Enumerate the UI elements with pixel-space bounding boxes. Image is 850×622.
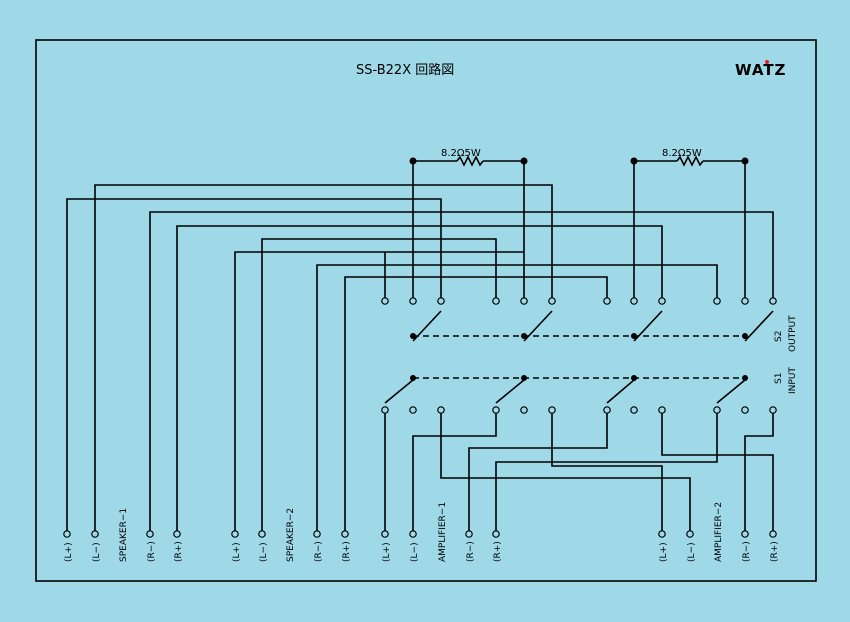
s2-terminal (520, 297, 528, 305)
connector-terminal-row (63, 530, 777, 538)
connector-terminal (63, 530, 71, 538)
group-label-speaker-2: SPEAKER−2 (286, 508, 296, 562)
switch-s2-sublabel: OUTPUT (788, 315, 798, 352)
s2-terminal (437, 297, 445, 305)
s2-terminal (548, 297, 556, 305)
connector-terminal (769, 530, 777, 538)
s2-terminal-row (381, 297, 777, 305)
switch-s1-sublabel: INPUT (788, 367, 798, 394)
connector-terminal (492, 530, 500, 538)
terminal-label: (L+) (232, 542, 242, 562)
connector-terminal (741, 530, 749, 538)
s1-terminal (741, 406, 749, 414)
switch-s1: S1 INPUT (384, 367, 798, 404)
switch-s2-label: S2 (774, 331, 784, 342)
connector-terminal (173, 530, 181, 538)
s1-terminal (437, 406, 445, 414)
connector-terminal (231, 530, 239, 538)
logo-text: WATZ (735, 61, 786, 79)
s1-terminal (713, 406, 721, 414)
terminal-label: (R−) (147, 541, 157, 562)
s1-terminal-row (381, 406, 777, 414)
resistor-2-symbol (676, 155, 704, 167)
connector-terminal (686, 530, 694, 538)
s2-terminal (769, 297, 777, 305)
diagram-frame (35, 39, 817, 582)
terminal-label: (R−) (742, 541, 752, 562)
terminal-label: (R+) (342, 541, 352, 562)
connector-terminal (658, 530, 666, 538)
terminal-label: (R−) (466, 541, 476, 562)
group-label-speaker-1: SPEAKER−1 (119, 508, 129, 562)
s2-terminal (630, 297, 638, 305)
connector-terminal (91, 530, 99, 538)
terminal-label: (L+) (64, 542, 74, 562)
amplifier-wiring (384, 410, 774, 534)
terminal-label: (R+) (770, 541, 780, 562)
resistor-1-symbol (456, 155, 484, 167)
s2-terminal (492, 297, 500, 305)
connector-terminal (146, 530, 154, 538)
group-label-amplifier-1: AMPLIFIER−1 (438, 502, 448, 562)
s2-terminal (603, 297, 611, 305)
terminal-label: (R+) (493, 541, 503, 562)
resistor-bridge-2: 8.2Ω5W (630, 148, 749, 301)
s1-terminal (603, 406, 611, 414)
connector-terminal (258, 530, 266, 538)
s1-terminal (658, 406, 666, 414)
s1-terminal (548, 406, 556, 414)
s1-terminal (630, 406, 638, 414)
switch-s1-label: S1 (774, 373, 784, 384)
terminal-label: (L−) (259, 542, 269, 562)
watz-logo: WATZ (735, 60, 786, 79)
s2-terminal (658, 297, 666, 305)
terminal-label: (L−) (687, 542, 697, 562)
connector-terminal (409, 530, 417, 538)
group-label-amplifier-2: AMPLIFIER−2 (714, 502, 724, 562)
connector-terminal (465, 530, 473, 538)
bottom-label-row: (L+) (L−) SPEAKER−1 (R−) (R+) (L+) (L−) … (64, 502, 780, 562)
s1-terminal (409, 406, 417, 414)
terminal-label: (R+) (174, 541, 184, 562)
s2-terminal (741, 297, 749, 305)
terminal-label: (L−) (410, 542, 420, 562)
s1-terminal (520, 406, 528, 414)
resistor-1-label: 8.2Ω5W (441, 148, 481, 159)
s1-terminal (769, 406, 777, 414)
logo-accent-dot (765, 60, 769, 64)
s2-terminal (713, 297, 721, 305)
s2-terminal (381, 297, 389, 305)
s1-terminal (492, 406, 500, 414)
connector-terminal (341, 530, 349, 538)
terminal-label: (L+) (659, 542, 669, 562)
switch-s2: S2 OUTPUT (410, 310, 798, 352)
diagram-title: SS-B22X 回路図 (356, 62, 454, 78)
connector-terminal (313, 530, 321, 538)
s1-terminal (381, 406, 389, 414)
terminal-label: (L+) (382, 542, 392, 562)
s2-terminal (409, 297, 417, 305)
terminal-label: (L−) (92, 542, 102, 562)
speaker-wiring (66, 184, 774, 534)
terminal-label: (R−) (314, 541, 324, 562)
connector-terminal (381, 530, 389, 538)
resistor-bridge-1: 8.2Ω5W (409, 148, 528, 301)
resistor-2-label: 8.2Ω5W (662, 148, 702, 159)
